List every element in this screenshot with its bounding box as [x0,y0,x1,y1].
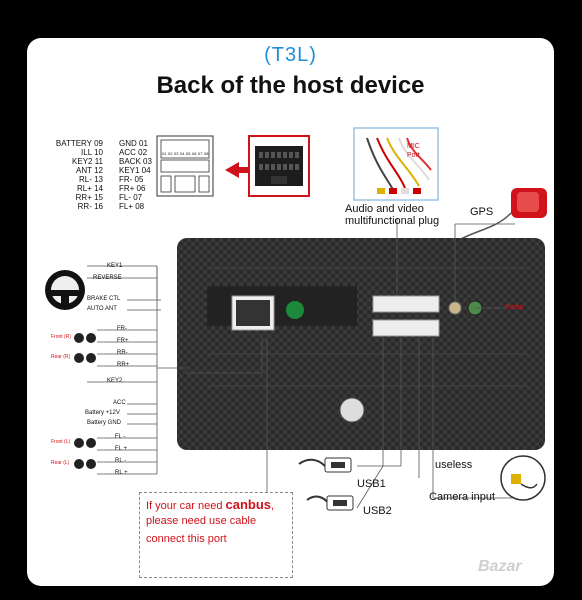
wire-label: FL + [115,446,127,452]
camera-input-label: Camera input [429,491,496,503]
av-plug-label: Audio and video [345,203,424,215]
pin-label-left: RR- 16 [77,202,103,211]
av-cable-photo [353,127,439,201]
chip-icon [286,301,304,319]
steering-wheel-icon [45,270,85,310]
pin-label-right: BACK 03 [119,157,152,166]
speaker-label: Front (L) [51,439,71,445]
pin-label-right: FL+ 08 [119,202,145,211]
speaker-icons [74,333,96,469]
diagram-title: Back of the host device [156,72,425,99]
wire-label: FL - [115,434,126,440]
note-line-1: If your car need canbus, [146,497,274,512]
pin-label-left: ANT 12 [76,166,103,175]
pin-label-left: RR+ 15 [75,193,103,202]
wire-label: ACC [113,400,126,406]
wire-label: AUTO ANT [87,306,117,312]
head-unit-back [177,238,545,450]
wire-lines [87,265,263,475]
wire-label: RR+ [117,362,130,368]
diagram-canvas: (T3L) Back of the host device [27,38,554,586]
usb1-label: USB1 [357,478,386,490]
pin-number: 06 [192,151,197,156]
pin-number: 05 [186,151,191,156]
wire-label: Battery GND [87,420,122,426]
wire-label: FR- [117,326,127,332]
canbus-note: If your car need canbus, please need use… [139,492,293,578]
note-line-2: please need use cable [146,515,257,527]
pin-number: 03 [174,151,179,156]
canbus-word: canbus [225,497,272,512]
speaker-label: Front (R) [51,334,71,340]
wire-label: KEY1 [107,263,123,269]
iso-connector-schematic [156,135,214,197]
pin-label-right: FR+ 06 [119,184,146,193]
pin-label-left: RL- 13 [78,175,103,184]
wire-label: BRAKE CTL [87,296,121,302]
pin-label-right: KEY1 04 [119,166,151,175]
connector-photo [248,135,310,197]
usb-cables [298,457,354,511]
camera-cable [500,455,546,501]
pin-number: 02 [168,151,173,156]
pin-label-right: GND 01 [119,139,148,148]
mic-port-label: MIC Port [407,143,420,159]
note-comma: , [271,500,275,512]
wire-label: RR- [117,350,128,356]
wire-label: REVERSE [93,275,122,281]
av-plug-label: multifunctional plug [345,215,440,227]
note-text: If your car need [146,500,226,512]
pin-label-left: ILL 10 [81,148,103,157]
pin-number: 04 [180,151,185,156]
pin-number: 07 [198,151,203,156]
pin-label-left: BATTERY 09 [55,139,103,148]
wire-label: RL + [115,470,128,476]
pin-label-left: KEY2 11 [72,157,103,166]
model-label: (T3L) [264,44,317,66]
pin-label-right: FL- 07 [119,193,143,202]
pin-label-left: RL+ 14 [76,184,103,193]
arrow-icon [225,162,249,178]
wire-label: RL - [115,458,127,464]
gps-label: GPS [470,206,494,218]
wire-label: Battery +12V [85,410,120,416]
wire-label: FR+ [117,338,129,344]
pin-number: 01 [162,151,167,156]
watermark: Bazar [478,558,522,575]
pin-label-right: FR- 05 [119,175,144,184]
speaker-label: Rear (L) [51,460,70,466]
pin-label-right: ACC 02 [119,148,148,157]
usb2-label: USB2 [363,505,392,517]
useless-label: useless [435,459,473,471]
gps-antenna [458,188,547,241]
note-line-3: connect this port [146,533,227,545]
speaker-label: Rear (R) [51,354,71,360]
pin-number: 08 [204,151,209,156]
wire-label: KEY2 [107,378,123,384]
radio-label: Radio [505,304,524,311]
